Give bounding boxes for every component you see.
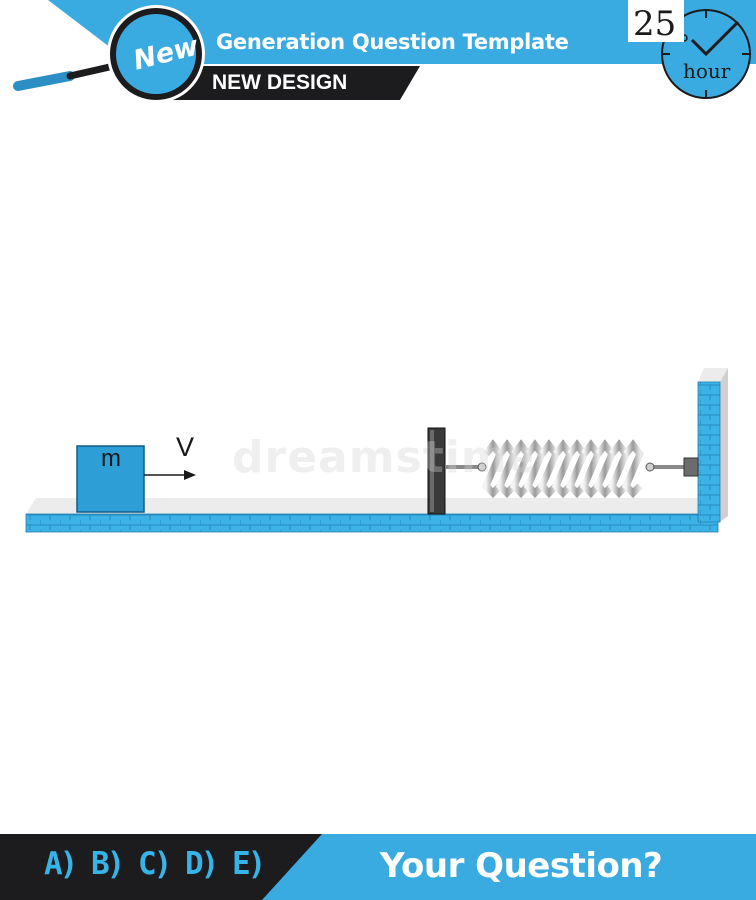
wall-side xyxy=(720,368,728,522)
velocity-label: V xyxy=(176,432,195,462)
arrow-head-icon xyxy=(184,470,196,480)
wall-mount xyxy=(683,457,699,477)
floor-top xyxy=(26,498,718,514)
mass-label: m xyxy=(101,445,121,472)
watermark: dreamstime xyxy=(232,432,532,483)
timer-number: 25 xyxy=(633,4,677,44)
spring xyxy=(481,439,645,498)
subtitle-ribbon xyxy=(170,66,420,100)
question-ribbon xyxy=(262,834,756,900)
footer-banner xyxy=(0,834,756,900)
answer-options[interactable]: A) B) C) D) E) xyxy=(44,846,266,882)
page-subtitle: NEW DESIGN xyxy=(212,71,348,94)
spring-block-diagram xyxy=(25,368,728,533)
question-prompt: Your Question? xyxy=(380,846,663,886)
wall xyxy=(697,381,721,523)
magnifier-icon xyxy=(13,5,205,103)
wall-top xyxy=(698,368,728,382)
mass-block xyxy=(76,445,145,513)
page-title: Generation Question Template xyxy=(216,30,569,54)
header-banner xyxy=(13,0,756,103)
floor xyxy=(25,513,719,533)
title-ribbon xyxy=(48,0,756,64)
timer-unit: hour xyxy=(683,59,731,83)
checkmark-icon xyxy=(690,20,740,57)
clock-icon xyxy=(628,0,751,99)
